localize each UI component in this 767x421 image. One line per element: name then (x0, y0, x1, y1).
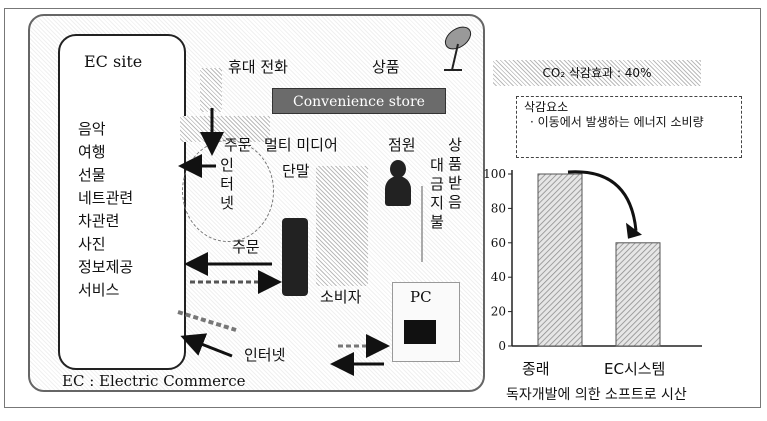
y-tick-label: 80 (491, 201, 506, 215)
bar-0 (538, 174, 582, 346)
arrow-dotted-pc (178, 312, 236, 330)
chart-caption: 독자개발에 의한 소프트로 시산 (506, 384, 687, 404)
bar-label-conventional: 종래 (522, 358, 550, 379)
y-tick-label: 20 (491, 305, 506, 319)
y-tick-label: 100 (483, 167, 506, 181)
bar-1 (616, 243, 660, 346)
bar-label-ec-system: EC시스템 (604, 358, 665, 379)
reduction-effect-title: CO₂ 삭감효과 : 40% (493, 60, 701, 86)
co2-bar-chart: 0 20 40 60 80 100 (480, 160, 710, 356)
arrow-up-left-pc (186, 338, 232, 356)
y-tick-label: 40 (491, 270, 506, 284)
reduction-factor-heading: 삭감요소 (524, 98, 568, 115)
reduction-factor-item: · 이동에서 발생하는 에너지 소비량 (530, 114, 730, 130)
y-tick-label: 0 (498, 339, 506, 353)
y-tick-label: 60 (491, 236, 506, 250)
